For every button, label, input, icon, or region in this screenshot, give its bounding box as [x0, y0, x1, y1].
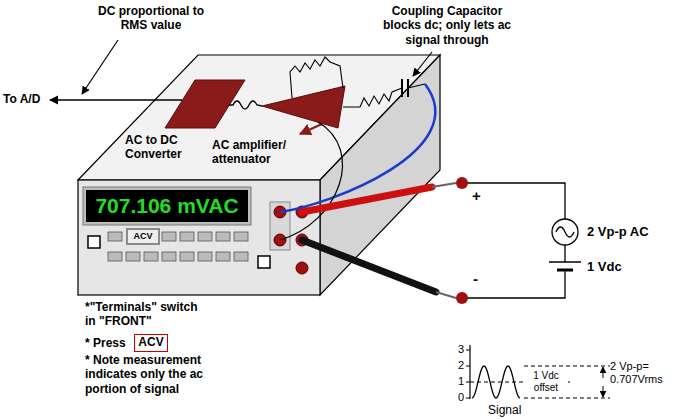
plot-title: Signal [488, 403, 538, 417]
polarity-mark: + [472, 187, 486, 205]
red-probe [302, 187, 432, 212]
instruction-note: * Press [85, 336, 133, 350]
axis-tick-label: 3 [450, 343, 464, 356]
capacitor-lead [408, 84, 425, 88]
node-text: ACV [138, 336, 163, 349]
amplifier-triangle [262, 86, 345, 128]
terminal-frame [270, 202, 290, 250]
instruction-note: * Note measurement indicates only the ac… [85, 353, 219, 396]
terminal-switch [258, 256, 270, 268]
input-resistor [343, 88, 402, 107]
ac-source-sine [556, 227, 574, 237]
plot-ticks [466, 350, 470, 398]
polarity-mark: - [473, 270, 487, 288]
battery-plate [549, 261, 581, 263]
leader-line [413, 52, 432, 76]
meter-front-face [78, 180, 320, 295]
source-label: 1 Vdc [587, 259, 657, 275]
peak-line [524, 366, 610, 367]
blue-wire [280, 84, 435, 212]
acv-key-callout: ACV [134, 334, 168, 352]
peak-to-peak-arrow [603, 367, 604, 378]
black-wire [280, 122, 342, 240]
signal-squiggle [229, 101, 262, 109]
instruction-note: *"Terminals" switch in "FRONT" [85, 300, 209, 329]
acv-key: ACV [126, 228, 160, 245]
circuit-node [456, 292, 468, 304]
black-probe-tip [436, 292, 456, 298]
display-bezel [83, 187, 251, 225]
circuit-wire [462, 183, 565, 298]
circuit-node [456, 177, 468, 189]
feedback-resistor [290, 57, 343, 98]
callout-text: DC proportional to RMS value [92, 4, 210, 33]
signal-waveform [472, 366, 520, 398]
axis-tick-label: 0 [450, 391, 464, 404]
callout-text: Coupling Capacitor blocks dc; only lets … [378, 4, 516, 47]
ac-source [552, 219, 578, 245]
to-ad-arrow [50, 99, 182, 100]
node-text: 707.106 mVAC [95, 194, 238, 217]
black-probe [302, 240, 436, 292]
peak-to-peak-arrow [603, 386, 604, 397]
power-button [88, 236, 100, 248]
plot-axis [469, 345, 470, 399]
output-label: To A/D [3, 92, 49, 106]
plot-annotation: 2 Vp-p= 0.707Vrms [610, 360, 676, 386]
trough-line [524, 398, 610, 399]
axis-tick-label: 2 [450, 359, 464, 372]
block-label: AC to DC Converter [125, 133, 191, 162]
capacitor-plate [401, 79, 403, 97]
axis-tick-label: 1 [450, 375, 464, 388]
lcd-display: 707.106 mVAC [86, 190, 248, 222]
block-label: AC amplifier/ attenuator [212, 138, 294, 167]
source-label: 2 Vp-p AC [587, 224, 673, 240]
red-probe-tip [432, 183, 456, 187]
plot-annotation: 1 Vdc offset [525, 370, 567, 394]
leader-line [82, 40, 118, 94]
battery-plate [557, 269, 573, 272]
node-text: ACV [133, 232, 152, 242]
